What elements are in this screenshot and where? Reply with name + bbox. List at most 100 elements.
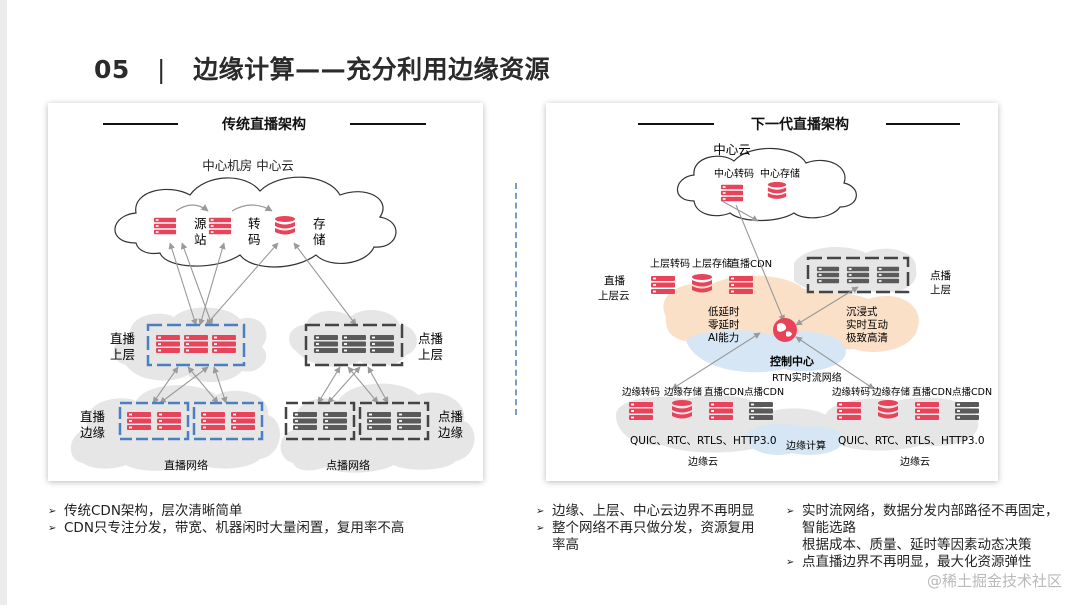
globe-continents (777, 323, 792, 337)
protocols-left: QUIC、RTC、RTLS、HTTP3.0 (630, 435, 777, 447)
cloud-arrow-1 (175, 204, 209, 212)
vod-edge-server-3 (367, 412, 391, 430)
vod-upper-server-3 (370, 335, 394, 353)
edge-transcode-icon-left (629, 402, 653, 420)
feature-low-latency: 低延时 (708, 305, 740, 318)
bullet-text: 实时流网络，数据分发内部路径不再固定，智能选路 (802, 503, 1059, 536)
bullet-text: 整个网络不再只做分发，资源复用率高 (552, 520, 755, 553)
center-storage-icon (767, 181, 787, 199)
vod-edge-server-1 (293, 412, 317, 430)
edge-live-cdn-icon-left (709, 402, 733, 420)
center-cloud (676, 147, 857, 222)
bullet-marker-icon: ➢ (48, 506, 57, 517)
upper-transcode-icon (651, 276, 675, 294)
live-upper-cloud-label-2: 上层云 (598, 290, 630, 302)
edge-cloud-right (823, 397, 979, 451)
vod-edge-box-1 (284, 401, 356, 441)
source-server-icon-1 (153, 217, 177, 235)
arrow-live-cross (180, 242, 214, 326)
bullet-marker-icon: ➢ (786, 506, 795, 517)
transcode-label-1: 转 (248, 216, 261, 231)
live-upper-label-1: 直播 (110, 331, 136, 346)
vod-upper-label-1: 点播 (418, 331, 444, 346)
edge-transcode-label-right: 边缘转码 (832, 386, 870, 398)
bullet-item: ➢整个网络不再只做分发，资源复用率高 (536, 520, 766, 554)
protocols-right: QUIC、RTC、RTLS、HTTP3.0 (838, 435, 985, 447)
center-cloud-label: 中心云 (713, 142, 751, 157)
edge-vod-cdn-icon-left (749, 402, 773, 420)
bullet-text: 边缘、上层、中心云边界不再明显 (552, 503, 755, 519)
vod-upper-label-2: 上层 (930, 284, 951, 296)
vod-edge-label-1: 点播 (438, 409, 464, 424)
edge-transcode-icon-right (837, 402, 861, 420)
edge-vod-cdn-label-right: 点播CDN (952, 386, 992, 398)
bullet-marker-icon: ➢ (536, 506, 545, 517)
arrow-vod-control (795, 286, 859, 326)
transcode-label-2: 码 (248, 232, 261, 247)
arrow-control-edge-right (795, 336, 875, 390)
next-gen-architecture-diagram: 下一代直播架构 中心云 中心转码 中心存储 上层转码 上层存储 直播CDN 直播… (598, 116, 992, 468)
vod-upper-label-1: 点播 (930, 269, 951, 282)
control-center-globe-icon (773, 318, 797, 342)
upper-storage-label: 上层存储 (692, 257, 732, 270)
source-label-2: 站 (194, 232, 207, 247)
next-gen-architecture-panel: 下一代直播架构 中心云 中心转码 中心存储 上层转码 上层存储 直播CDN 直播… (546, 103, 998, 481)
rtn-label: RTN实时流网络 (772, 371, 842, 384)
cloud-arrow-2 (231, 204, 273, 212)
feature-interactive: 实时互动 (846, 318, 888, 331)
control-center-label: 控制中心 (770, 354, 814, 368)
edge-storage-label-left: 边缘存储 (664, 386, 703, 398)
upper-storage-icon (692, 274, 712, 293)
traditional-architecture-diagram: 传统直播架构 中心机房 中心云 源 站 转 码 存 储 直播 上层 点播 (70, 116, 475, 473)
bullet-item: ➢ 边缘、上层、中心云边界不再明显 (536, 503, 766, 520)
vod-upper-server-3 (876, 266, 900, 284)
panel-heading: 下一代直播架构 (751, 116, 849, 133)
feature-immersive: 沉浸式 (846, 305, 878, 318)
bullet-marker-icon: ➢ (786, 557, 795, 568)
storage-database-icon (275, 216, 295, 235)
live-edge-server-2 (157, 412, 181, 430)
feature-ai: AI能力 (708, 331, 739, 344)
live-edge-label-1: 直播 (80, 409, 106, 424)
arrow-vod-edge-1 (317, 366, 341, 404)
slide-title: 05 | 边缘计算——充分利用边缘资源 (94, 50, 550, 86)
center-transcode-icon (720, 184, 744, 202)
arrow-live-edge-4 (212, 366, 228, 404)
vod-upper-server-2 (342, 335, 366, 353)
slide-number: 05 (94, 55, 130, 84)
arrow-center-transcode (721, 200, 759, 222)
live-upper-server-2 (184, 335, 208, 353)
storage-label-1: 存 (313, 216, 326, 231)
edge-storage-icon-left (672, 400, 692, 419)
bullets-next-gen-1: ➢ 边缘、上层、中心云边界不再明显 ➢整个网络不再只做分发，资源复用率高 (536, 503, 766, 554)
arrow-storage-vod (293, 242, 357, 326)
arrow-vod-edge-4 (367, 366, 389, 404)
live-edge-server-4 (231, 412, 255, 430)
vod-upper-server-2 (846, 266, 870, 284)
storage-label-2: 储 (313, 232, 326, 247)
source-server-icon-2 (208, 217, 232, 235)
edge-cloud-label-right: 边缘云 (900, 455, 930, 468)
edge-storage-icon-right (878, 400, 898, 419)
watermark: @稀土掘金技术社区 (926, 572, 1062, 590)
live-upper-box (146, 323, 246, 367)
vod-upper-box (304, 323, 404, 367)
edge-live-cdn-icon-right (915, 402, 939, 420)
bullet-marker-icon: ➢ (48, 523, 57, 534)
vod-upper-server-1 (314, 335, 338, 353)
source-label-1: 源 (194, 216, 207, 231)
live-upper-server-3 (212, 335, 236, 353)
bullet-text: CDN只专注分发，带宽、机器闲时大量闲置，复用率不高 (64, 520, 405, 536)
edge-transcode-label-left: 边缘转码 (622, 386, 660, 398)
upper-transcode-label: 上层转码 (650, 257, 690, 270)
live-edge-box-1 (118, 401, 190, 441)
feature-zero-latency: 零延时 (708, 319, 740, 331)
live-edge-server-1 (127, 412, 151, 430)
live-edge-label-2: 边缘 (80, 425, 106, 440)
bullet-item: 根据成本、质量、延时等因素动态决策 (786, 537, 1062, 554)
edge-live-cdn-label-left: 直播CDN (704, 386, 744, 398)
arrow-storage-live (205, 242, 279, 326)
vod-edge-server-4 (397, 412, 421, 430)
arrow-live-edge-3 (159, 366, 209, 404)
vod-upper-label-2: 上层 (418, 347, 443, 362)
